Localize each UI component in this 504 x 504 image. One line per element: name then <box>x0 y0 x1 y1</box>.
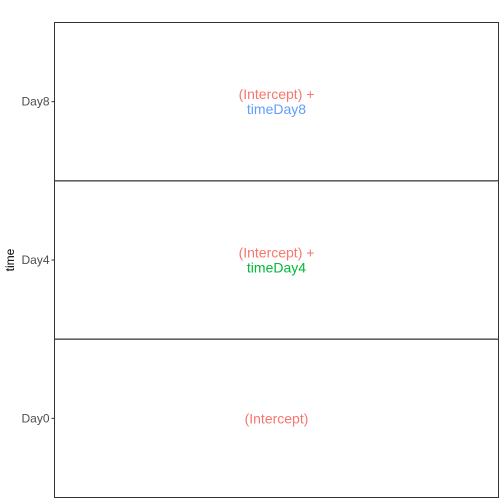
cell-label-day8-line-0: (Intercept) + <box>239 86 315 102</box>
y-tick-label: Day0 <box>21 411 49 425</box>
cell-label-day8-line-1: timeDay8 <box>247 101 306 117</box>
y-axis-title: time <box>3 248 17 271</box>
cell-label-day4-line-1: timeDay4 <box>247 260 306 276</box>
y-tick-label: Day8 <box>21 95 49 109</box>
row-separators <box>54 180 499 340</box>
cell-label-day0-line-0: (Intercept) <box>245 410 309 426</box>
cell-label-day4-line-0: (Intercept) + <box>239 245 315 261</box>
y-axis: Day0 Day4 Day8 <box>21 95 55 425</box>
y-tick-label: Day4 <box>21 253 49 267</box>
cell-labels: (Intercept)(Intercept) +timeDay4(Interce… <box>239 86 315 426</box>
